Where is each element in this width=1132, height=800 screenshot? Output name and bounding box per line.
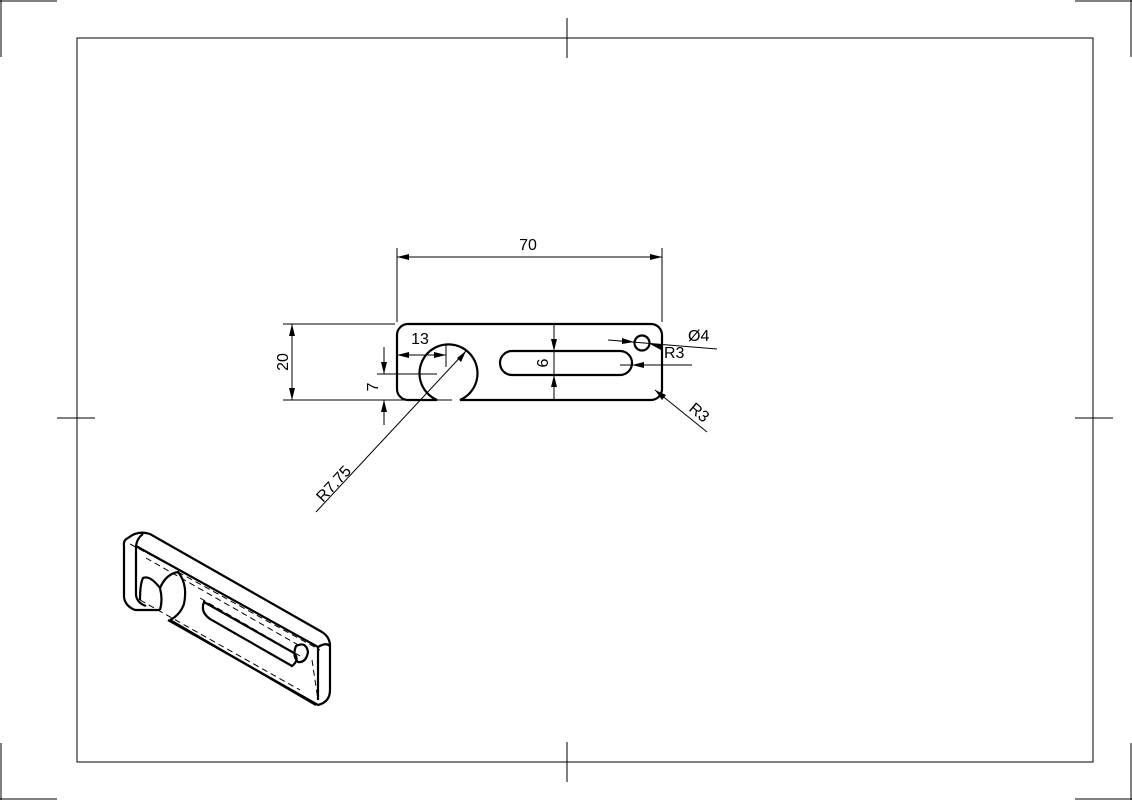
dim-20: 20 [275,353,292,371]
dim-r3-slot: R3 [664,345,685,362]
slot [498,349,634,377]
isometric-view [122,531,332,707]
dim-13: 13 [411,331,429,348]
dim-r7-75: R7.75 [313,463,355,506]
dimensions: 70 20 13 7 R7.75 6 Ø4 R3 R3 [275,237,718,513]
dim-7: 7 [365,382,382,391]
dim-diameter-4: Ø4 [688,328,709,345]
part-outline [395,322,664,402]
dim-r3-corner: R3 [685,400,712,426]
front-view [395,322,664,402]
dim-6: 6 [535,358,552,367]
dim-70: 70 [519,237,537,254]
